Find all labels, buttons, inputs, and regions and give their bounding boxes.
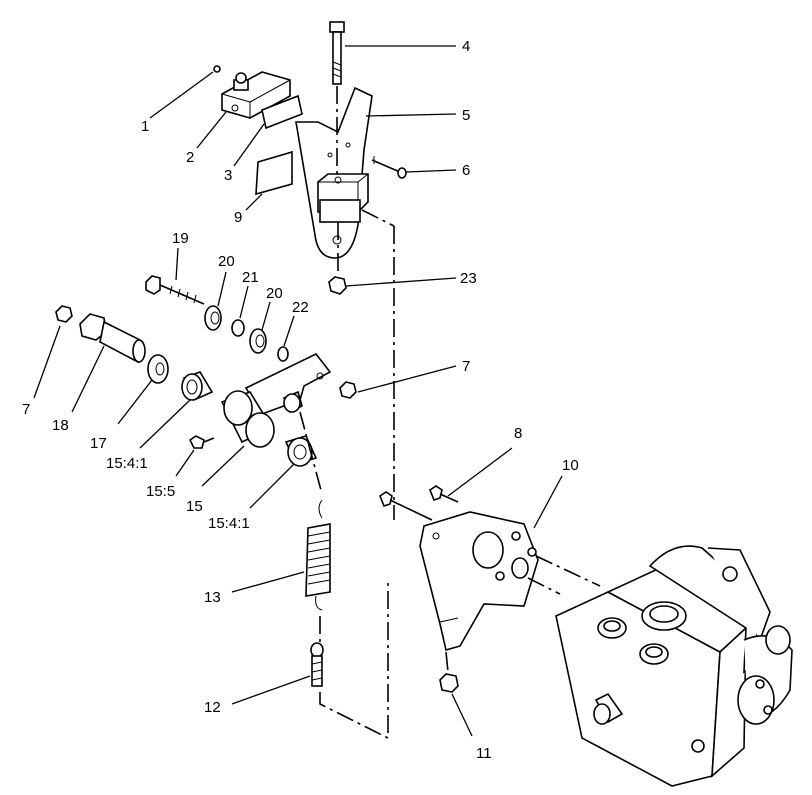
bearing-part-20b	[249, 328, 267, 354]
shim-part-9	[255, 150, 293, 196]
callout-2: 2	[186, 149, 194, 166]
nut-part-23	[328, 276, 347, 295]
callout-15-4-1a: 15:4:1	[106, 455, 148, 472]
hydraulic-pump	[555, 545, 793, 787]
washer-part-22	[277, 346, 289, 362]
callout-5: 5	[462, 107, 470, 124]
bushing-part-15-4-1b	[284, 435, 318, 467]
plate-part-10	[419, 511, 539, 652]
callout-23: 23	[460, 270, 477, 287]
callout-10: 10	[562, 457, 579, 474]
callout-22: 22	[292, 299, 309, 316]
callout-11: 11	[476, 745, 492, 762]
alignment-lines	[299, 86, 601, 740]
bolt-part-4	[329, 21, 345, 85]
callout-3: 3	[224, 167, 232, 184]
spacer-part-21	[231, 319, 245, 337]
callout-7b: 7	[462, 358, 470, 375]
callout-21: 21	[242, 269, 259, 286]
screw-part-6	[371, 156, 407, 179]
switch-part-2	[221, 71, 291, 119]
callout-15-4-1b: 15:4:1	[208, 515, 250, 532]
nut-part-7a	[55, 305, 73, 323]
callout-4: 4	[462, 38, 470, 55]
nut-part-1	[213, 65, 221, 73]
bolt-part-18	[79, 313, 146, 364]
callout-8: 8	[514, 425, 522, 442]
nut-part-7b	[339, 381, 357, 399]
callout-17: 17	[90, 435, 107, 452]
bolt-part-19	[145, 275, 205, 305]
callout-9: 9	[234, 209, 242, 226]
bracket-part-5	[295, 86, 373, 259]
bushing-part-15-4-1a	[181, 371, 214, 402]
callout-13: 13	[204, 589, 221, 606]
washer-part-17	[147, 354, 169, 384]
callout-20b: 20	[266, 285, 283, 302]
callout-12: 12	[204, 699, 221, 716]
plate-part-3	[261, 94, 303, 130]
callout-20a: 20	[218, 253, 235, 270]
callout-7a: 7	[22, 401, 30, 418]
callout-15-5: 15:5	[146, 483, 175, 500]
callout-19: 19	[172, 230, 189, 247]
pivot-block	[317, 173, 369, 223]
nut-part-11	[439, 673, 459, 693]
bolts-part-8	[379, 485, 459, 521]
callout-15: 15	[186, 498, 203, 515]
bearing-part-20a	[204, 305, 222, 331]
arm-part-15	[220, 352, 332, 448]
leader-lines	[33, 45, 563, 737]
callout-1: 1	[141, 118, 149, 135]
callout-6: 6	[462, 162, 470, 179]
fitting-part-15-5	[188, 435, 215, 449]
eyebolt-part-12	[310, 642, 324, 687]
spring-part-13	[305, 499, 331, 611]
callout-labels: 1 2 3 4 5 6 9 23 19 20 21 20 22 7 18 17 …	[22, 38, 579, 762]
callout-18: 18	[52, 417, 69, 434]
